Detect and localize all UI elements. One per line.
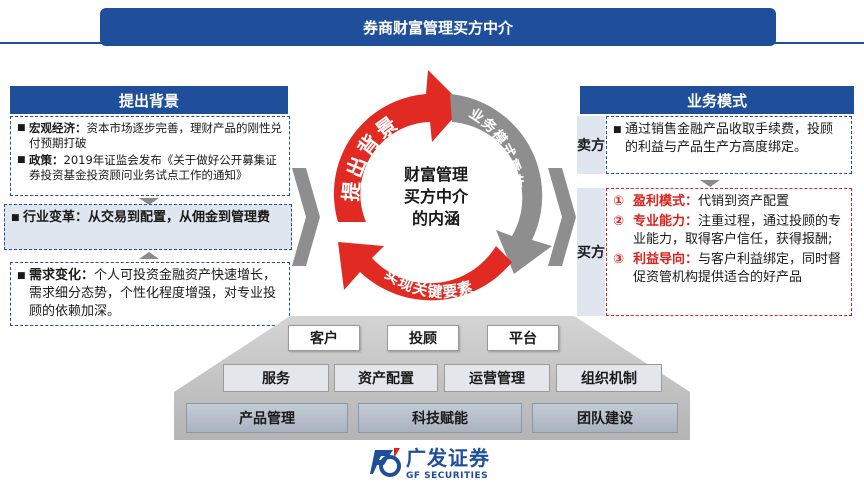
pyramid-box-organization: 组织机制	[556, 364, 662, 392]
demand-box: ■ 需求变化：个人可投资金融资产快速增长，需求细分态势，个性化程度增强，对专业投…	[10, 262, 290, 326]
gf-logo-icon	[370, 448, 401, 477]
logo-name-cn: 广发证券	[406, 445, 490, 470]
demand-text: 个人可投资金融资产快速增长，需求细分态势，个性化程度增强，对专业投顾的依赖加深。	[29, 268, 277, 319]
right-header: 业务模式	[580, 86, 854, 114]
chevron-up-icon	[139, 252, 159, 259]
cycle-center-line1: 财富管理	[403, 165, 468, 184]
industry-row: ■ 行业变革：从交易到配置，从佣金到管理费	[11, 209, 285, 227]
red-arc-top	[333, 70, 464, 222]
buyer-item-2: ② 专业能力：注重过程，通过投顾的专业能力，取得客户信任，获得报酬;	[613, 213, 845, 249]
cycle-center-line2: 买方中介	[404, 187, 469, 206]
pyramid-box-product-mgmt: 产品管理	[186, 403, 348, 433]
red-arc-bottom	[338, 242, 512, 301]
page-title: 券商财富管理买方中介	[100, 8, 776, 46]
chevron-down-icon	[139, 198, 159, 205]
cycle-diagram: 提出背景 业务模式重构 实现关键要素 财富管理 买方中介 的内涵	[333, 70, 552, 301]
cycle-center-line3: 的内涵	[412, 209, 460, 228]
buyer-text-3: 与客户利益绑定，同时督促资管机构提供适合的好产品	[633, 252, 842, 285]
seller-label: 卖方	[577, 116, 605, 174]
logo-name-en: GF SECURITIES	[406, 470, 489, 481]
square-bullet-icon: ■	[17, 271, 26, 281]
demand-label: 需求变化：	[29, 268, 95, 283]
buyer-num-1: ①	[613, 194, 625, 209]
industry-label: 行业变革：	[23, 210, 89, 225]
chevron-down-icon	[700, 180, 720, 187]
company-logo: 广发证券 GF SECURITIES	[368, 442, 498, 481]
right-gray-arrow-icon	[548, 168, 576, 266]
seller-box: ■ 通过销售金融产品收取手续费，投顾的利益与产品生产方高度绑定。	[606, 116, 852, 174]
square-bullet-icon: ■	[17, 123, 26, 133]
square-bullet-icon: ■	[11, 213, 20, 223]
buyer-item-3: ③ 利益导向：与客户利益绑定，同时督促资管机构提供适合的好产品	[613, 251, 845, 287]
pyramid-box-operations: 运营管理	[444, 364, 550, 392]
seller-row: ■ 通过销售金融产品收取手续费，投顾的利益与产品生产方高度绑定。	[613, 121, 845, 157]
buyer-label: 买方	[577, 188, 605, 316]
pyramid-box-tech: 科技赋能	[358, 403, 522, 433]
industry-text: 从交易到配置，从佣金到管理费	[88, 210, 271, 225]
policy-label: 政策：	[29, 153, 64, 167]
buyer-text-2: 注重过程，通过投顾的专业能力，取得客户信任，获得报酬;	[633, 214, 842, 247]
square-bullet-icon: ■	[613, 125, 622, 135]
seller-text: 通过销售金融产品收取手续费，投顾的利益与产品生产方高度绑定。	[625, 122, 834, 155]
buyer-label-3: 利益导向：	[633, 252, 699, 267]
svg-text:实现关键要素: 实现关键要素	[381, 265, 475, 301]
buyer-item-1: ① 盈利模式：代销到资产配置	[613, 193, 845, 211]
background-box: ■ 宏观经济：资本市场逐步完善，理财产品的刚性兑付预期打破 ■ 政策：2019年…	[10, 116, 290, 196]
pyramid-box-service: 服务	[223, 364, 329, 392]
macro-label: 宏观经济：	[29, 121, 87, 135]
square-bullet-icon: ■	[17, 155, 26, 165]
industry-box: ■ 行业变革：从交易到配置，从佣金到管理费	[4, 204, 292, 250]
pyramid-box-advisor: 投顾	[387, 325, 459, 351]
gray-arc-right	[450, 94, 552, 274]
buyer-num-3: ③	[613, 252, 625, 267]
left-header: 提出背景	[10, 86, 288, 114]
buyer-label-1: 盈利模式：	[633, 194, 699, 209]
background-item-macro: ■ 宏观经济：资本市场逐步完善，理财产品的刚性兑付预期打破	[17, 121, 283, 151]
pyramid-box-team: 团队建设	[532, 403, 678, 433]
background-item-policy: ■ 政策：2019年证监会发布《关于做好公开募集证券投资基金投资顾问业务试点工作…	[17, 153, 283, 183]
pyramid-box-customer: 客户	[288, 325, 360, 351]
pyramid-box-platform: 平台	[487, 325, 559, 351]
pyramid-box-asset-allocation: 资产配置	[334, 364, 438, 392]
buyer-num-2: ②	[613, 214, 625, 229]
demand-row: ■ 需求变化：个人可投资金融资产快速增长，需求细分态势，个性化程度增强，对专业投…	[17, 267, 283, 321]
arc-label-elements: 实现关键要素	[381, 265, 474, 301]
buyer-label-2: 专业能力：	[633, 214, 699, 229]
policy-text: 2019年证监会发布《关于做好公开募集证券投资基金投资顾问业务试点工作的通知》	[29, 153, 277, 182]
left-gray-arrow-icon	[292, 168, 320, 266]
buyer-box: ① 盈利模式：代销到资产配置 ② 专业能力：注重过程，通过投顾的专业能力，取得客…	[606, 188, 852, 316]
buyer-text-1: 代销到资产配置	[698, 194, 790, 209]
macro-text: 资本市场逐步完善，理财产品的刚性兑付预期打破	[29, 121, 282, 150]
